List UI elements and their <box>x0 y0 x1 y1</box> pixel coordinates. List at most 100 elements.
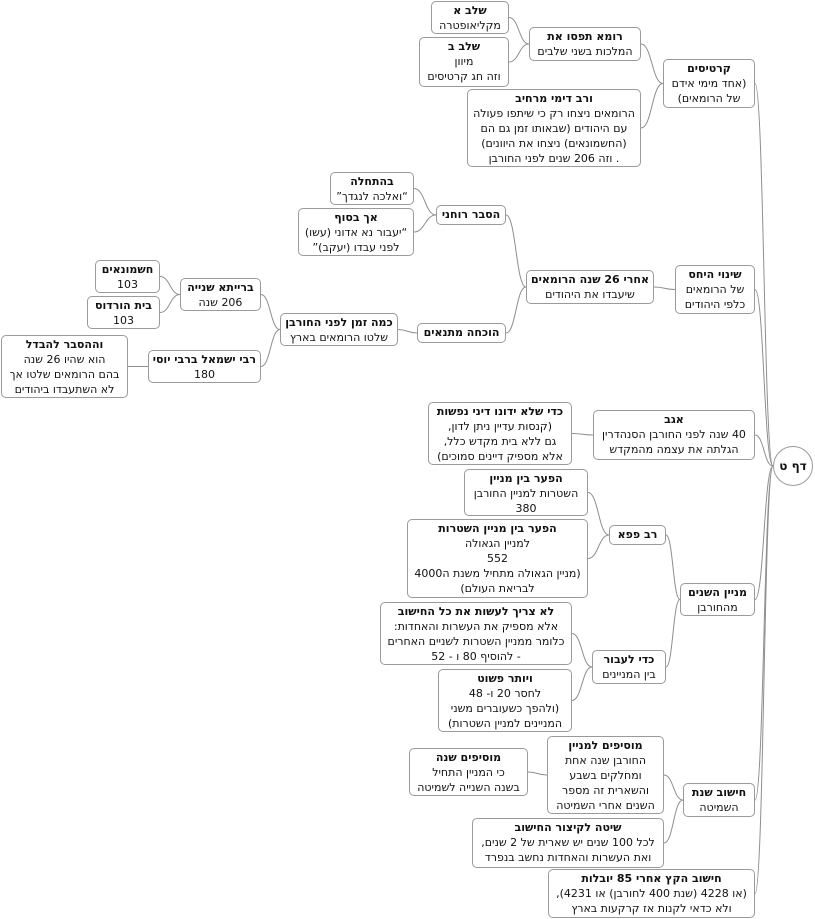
node-text-line: הרומאים ניצחו רק כי שיתפו פעולה <box>473 107 635 120</box>
connector-19 <box>159 294 181 313</box>
node-braita-shniya[interactable]: ברייתא שנייה 206 שנה <box>180 278 261 311</box>
connector-2 <box>754 434 774 467</box>
connector-18 <box>159 276 181 295</box>
node-ach-basof[interactable]: אך בסוף“יעבור נא אדוני (עשו)לפני עבדו (י… <box>298 208 414 256</box>
node-text-line: לכל 100 שנים יש שארית של 2 שנים, <box>481 836 655 849</box>
connector-14 <box>413 214 437 233</box>
node-title: ורב דימי מרחיב <box>515 92 593 105</box>
connector-17 <box>260 329 281 367</box>
root-node[interactable]: דף ט <box>773 446 813 486</box>
node-text-line: כלומר ממניין השטרות לשניים האחרים <box>387 635 565 648</box>
connector-3 <box>754 465 774 600</box>
connector-7 <box>640 83 664 129</box>
node-text-line: של הרומאים <box>685 283 745 296</box>
node-title: כמה זמן לפני החורבן <box>285 316 393 329</box>
connector-5 <box>754 465 774 894</box>
node-text-line: לא השתעבדו ביהודים <box>14 383 115 396</box>
node-text-line: 552 <box>487 552 508 565</box>
node-title: מוסיפים שנה <box>435 751 502 764</box>
node-title: אחרי 26 שנה הרומאים <box>531 273 649 286</box>
node-text-line: בהם הרומאים שלטו אך <box>9 368 120 381</box>
node-verav-dimi[interactable]: ורב דימי מרחיב הרומאים ניצחו רק כי שיתפו … <box>467 89 641 167</box>
node-hochacha[interactable]: הוכחה מתנאים <box>417 323 506 343</box>
node-shalav-a[interactable]: שלב א מקליאופטרה <box>431 1 509 34</box>
node-title: רב פפא <box>617 528 658 541</box>
node-title: מניין השנים <box>688 586 747 599</box>
node-text-line: 206 שנה <box>198 296 243 309</box>
node-title: הפער בין מניין <box>489 472 563 485</box>
node-text-line: 103 <box>113 314 134 327</box>
node-title: מוסיפים למניין <box>568 739 643 752</box>
node-text-line: (או 4228 (שנת 400 לחורבן) או 4231), <box>556 887 747 900</box>
node-text-line: בשנה השנייה לשמיטה <box>417 781 520 794</box>
node-text-line: אלא מספיק את העשרות והאחדות: <box>393 620 559 633</box>
node-text-line: אלא מספיק דיינים סמוכים) <box>437 450 563 463</box>
node-text-line: הוא שהיו 26 שנה <box>23 353 106 366</box>
connector-4 <box>754 465 774 801</box>
node-text-line: (החשמונאים) ניצחו את היוונים) <box>481 137 627 150</box>
connector-12 <box>505 286 527 334</box>
node-text-line: מקליאופטרה <box>439 19 501 32</box>
node-text-line: לחסר 20 ו- 48 <box>468 687 542 700</box>
node-title: שלב ב <box>447 40 481 53</box>
node-rav-papa[interactable]: רב פפא <box>609 525 666 545</box>
node-title: בהתחלה <box>350 175 394 188</box>
connector-6 <box>640 43 664 84</box>
connector-30 <box>527 771 548 776</box>
connector-10 <box>653 286 676 290</box>
connector-23 <box>665 599 681 668</box>
node-text-line: עם היהודים (שבאותו זמן גם הם <box>480 122 628 135</box>
connector-28 <box>663 774 684 801</box>
node-text-line: של הרומאים) <box>677 92 741 105</box>
node-text-line: ולא כדאי לקנות אז קרקעות בארץ <box>571 902 732 915</box>
node-batchila[interactable]: בהתחלה“ואלכה לנגדך” <box>330 172 414 205</box>
connector-21 <box>571 433 594 436</box>
connector-24 <box>587 492 610 536</box>
node-text-line: 40 שנה לפני החורבן הסנהדרין <box>602 428 746 441</box>
node-text-line: החורבן שנה אחת <box>564 754 647 767</box>
node-title: חשמונאים <box>101 263 154 276</box>
node-text-line: 380 <box>515 502 537 515</box>
node-chishuv-haketz[interactable]: חישוב הקץ אחרי 85 יובלות (או 4228 (שנת 40… <box>548 869 755 918</box>
node-title: שלב א <box>453 4 487 17</box>
node-title: קרטיסים <box>687 62 731 75</box>
node-title: חישוב שנת <box>691 786 747 799</box>
node-text-line: השנים אחרי השמיטה <box>556 799 655 812</box>
connector-25 <box>587 534 610 559</box>
node-title: שינוי היחס <box>688 268 742 281</box>
connector-0 <box>754 83 774 467</box>
node-text-line: למניין הגאולה <box>464 537 531 550</box>
node-text-line: (אחד מימי אידם <box>671 77 747 90</box>
connector-26 <box>571 633 593 668</box>
node-title: ברייתא שנייה <box>187 281 254 294</box>
node-hesber-ruchani[interactable]: הסבר רוחני <box>436 205 506 225</box>
node-title: הוכחה מתנאים <box>423 326 500 339</box>
node-title: חישוב הקץ אחרי 85 יובלות <box>581 872 722 885</box>
connector-29 <box>663 799 684 844</box>
node-title: אגב <box>664 413 684 426</box>
node-kartisim[interactable]: קרטיסים (אחד מימי אידם של הרומאים) <box>663 59 755 108</box>
node-kdei-shelo-yadunu[interactable]: כדי שלא ידונו דיני נפשות(קנסות עדיין נית… <box>428 402 572 465</box>
connector-13 <box>413 188 437 216</box>
node-title: ויותר פשוט <box>477 672 533 685</box>
